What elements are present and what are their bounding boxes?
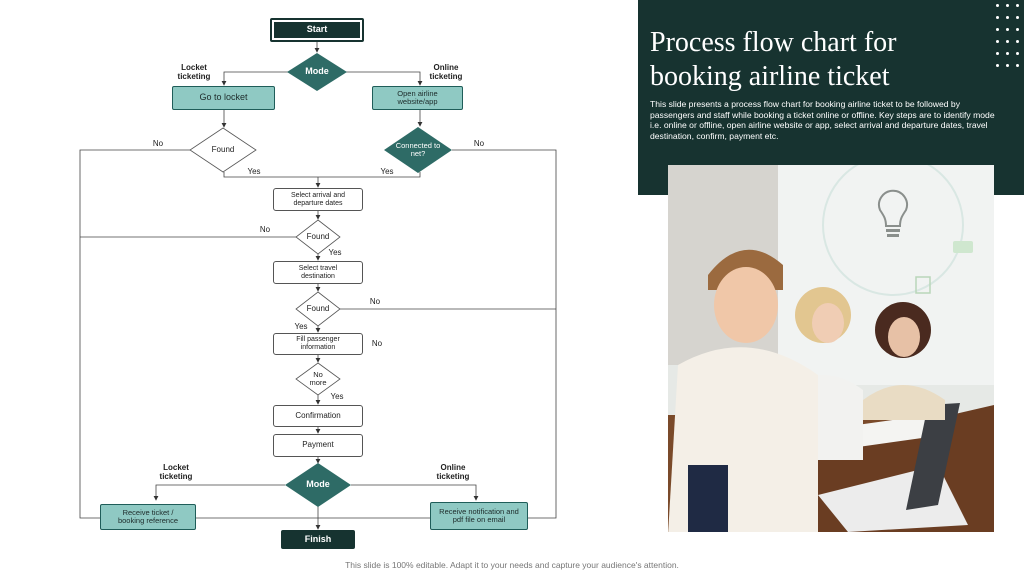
footer-note: This slide is 100% editable. Adapt it to… (345, 560, 679, 570)
no-4-label: No (371, 339, 383, 348)
select-dates-node: Select arrival and departure dates (273, 188, 363, 211)
slide-description: This slide presents a process flow chart… (650, 99, 995, 142)
yes-left-1-label: Yes (247, 167, 261, 176)
process-flowchart: Start Mode Locket ticketing Online ticke… (79, 18, 557, 549)
team-meeting-photo (668, 165, 994, 532)
locket-ticketing-top-label: Locket ticketing (177, 63, 211, 82)
connected-diamond (384, 127, 452, 173)
select-destination-node: Select travel destination (273, 261, 363, 284)
confirmation-node: Confirmation (273, 405, 363, 427)
found-2-diamond (295, 219, 341, 255)
mode-top-diamond (287, 53, 347, 91)
lightbulb-icon (822, 165, 964, 296)
finish-node: Finish (281, 530, 355, 549)
start-node: Start (270, 18, 364, 42)
receive-ticket-node: Receive ticket / booking reference (100, 504, 196, 530)
no-3-label: No (369, 297, 381, 306)
mode-bottom-label: Mode (306, 479, 330, 490)
yes-3-label: Yes (294, 322, 308, 331)
payment-node: Payment (273, 434, 363, 457)
found-3-label: Found (306, 303, 330, 313)
online-ticketing-bottom-label: Online ticketing (436, 463, 470, 482)
slide-title: Process flow chart for booking airline t… (650, 27, 897, 92)
yes-4-label: Yes (330, 392, 344, 401)
connected-label: Connected to net? (395, 140, 441, 158)
locket-ticketing-bottom-label: Locket ticketing (159, 463, 193, 482)
mode-top-label: Mode (305, 66, 329, 77)
no-right-1-label: No (473, 139, 485, 148)
open-website-node: Open airline website/app (372, 86, 463, 110)
no-2-label: No (259, 225, 271, 234)
found-1-diamond (189, 127, 257, 173)
no-more-label: No more (309, 369, 327, 387)
title-panel (638, 0, 1024, 195)
mode-bottom-diamond (285, 463, 351, 507)
found-3-diamond (295, 291, 341, 327)
dot-grid-decoration (996, 4, 1022, 70)
found-2-label: Found (306, 231, 330, 241)
receive-notification-node: Receive notification and pdf file on ema… (430, 502, 528, 530)
online-ticketing-top-label: Online ticketing (429, 63, 463, 82)
fill-info-node: Fill passenger information (273, 333, 363, 355)
yes-2-label: Yes (328, 248, 342, 257)
go-to-locket-node: Go to locket (172, 86, 275, 110)
no-more-diamond (295, 362, 341, 396)
yes-right-1-label: Yes (380, 167, 394, 176)
found-1-label: Found (211, 144, 235, 154)
no-left-1-label: No (152, 139, 164, 148)
flowchart-connectors (79, 42, 557, 530)
